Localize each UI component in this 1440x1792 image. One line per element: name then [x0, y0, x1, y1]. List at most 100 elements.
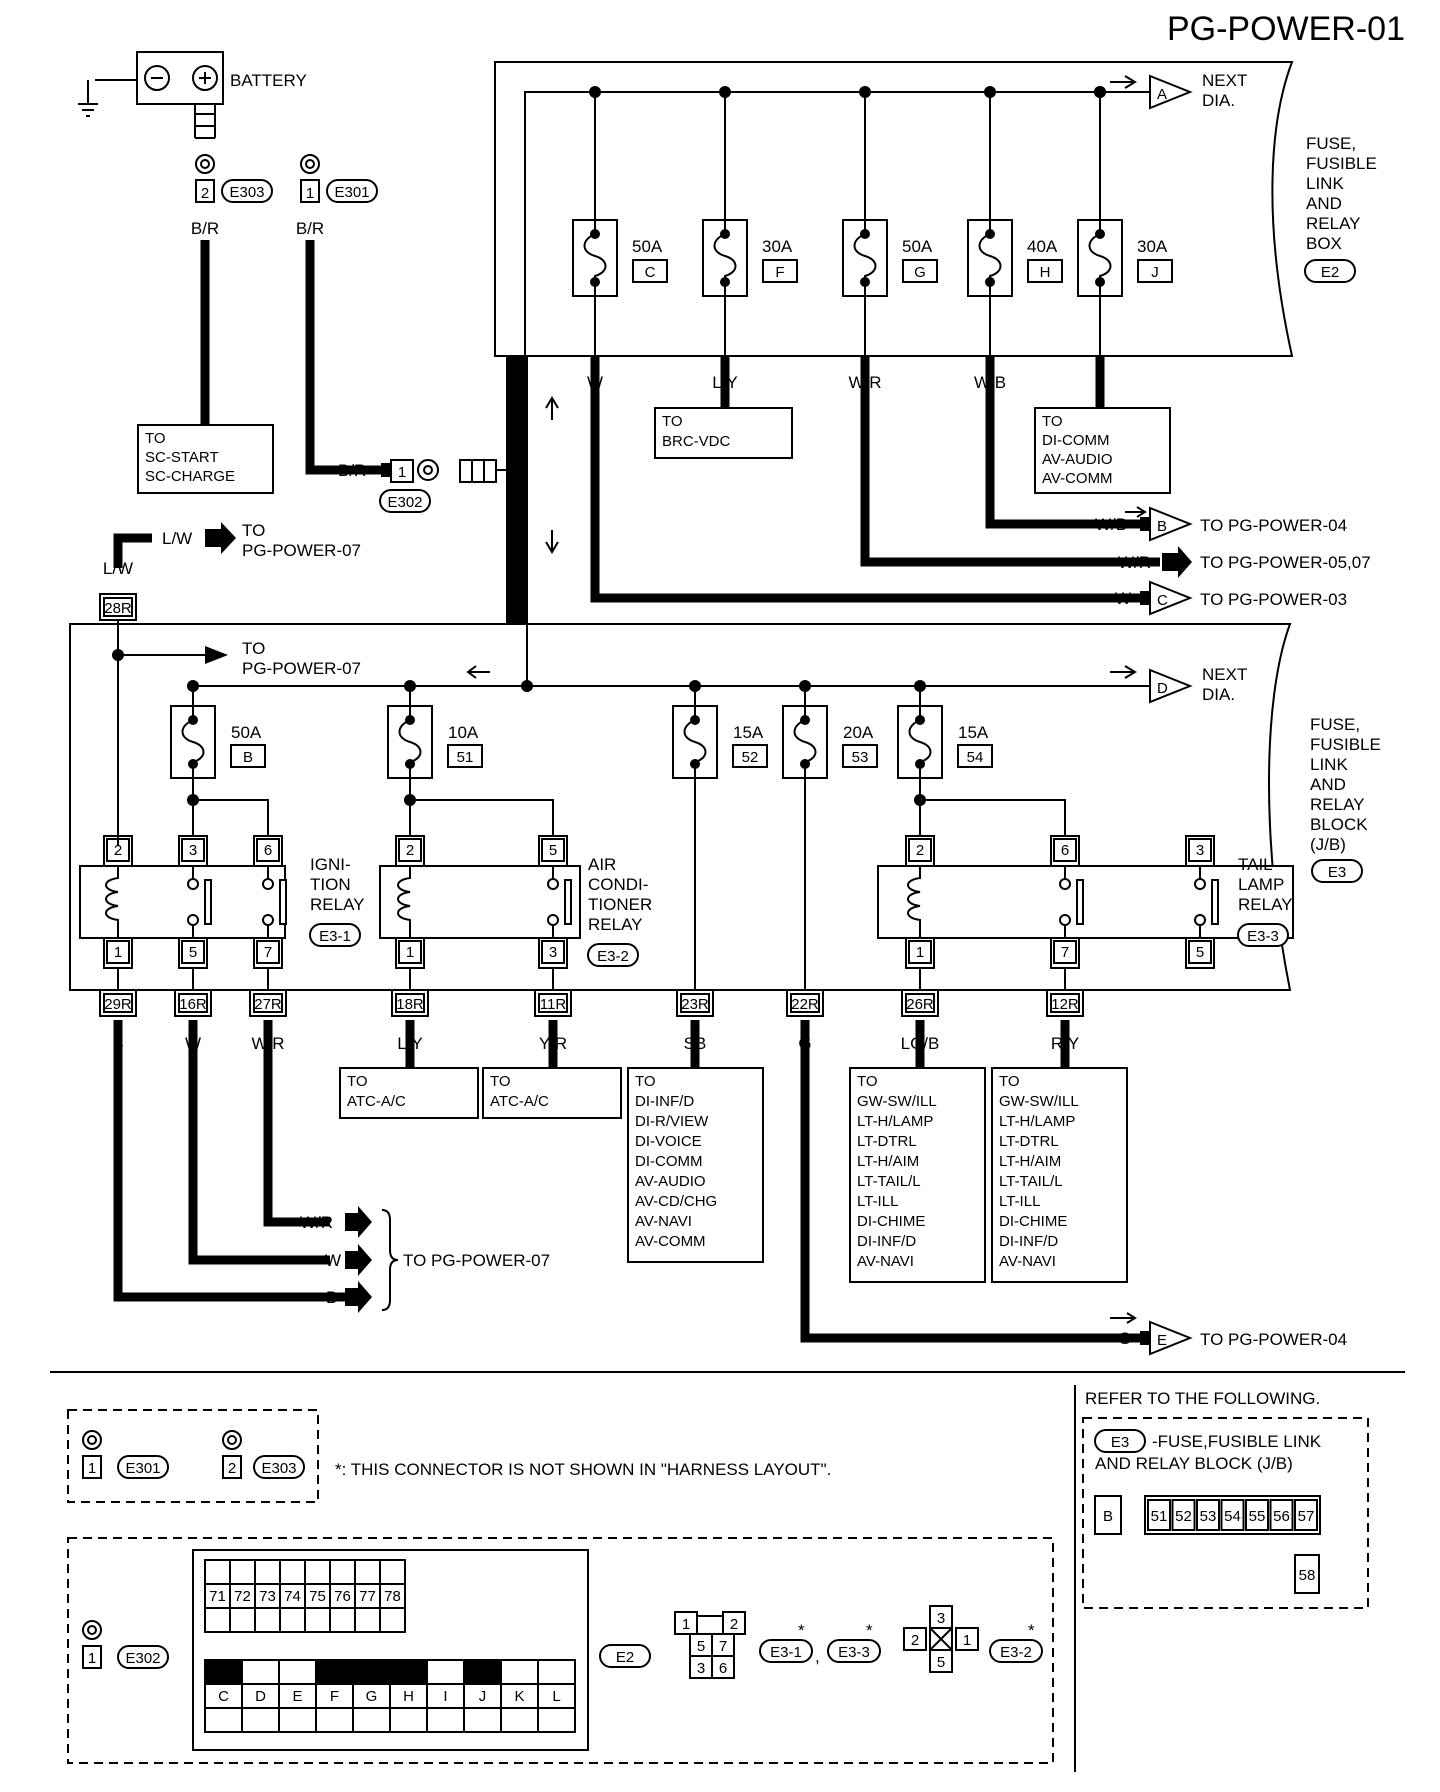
fuse-id-box — [842, 744, 878, 768]
wire-label: B/R — [338, 461, 366, 480]
relay-connector-face-1: 1 2 5 7 3 6 E3-1 * , E3-3 * — [674, 1611, 881, 1679]
switch-contact — [1059, 878, 1071, 890]
grid-cell — [278, 1707, 317, 1733]
svg-text:FUSE,: FUSE, — [1306, 134, 1356, 153]
fuse-terminal — [405, 715, 415, 725]
svg-text:6: 6 — [719, 1660, 727, 1677]
output-g: G E TO PG-POWER-04 — [1110, 1312, 1347, 1356]
dest-line: DI-CHIME — [999, 1213, 1067, 1230]
pin-number: 1 — [406, 944, 414, 961]
grid-cell — [279, 1607, 306, 1633]
junction — [404, 794, 416, 806]
relay-name: RELAY — [310, 895, 365, 914]
connector-id: 23R — [681, 996, 709, 1013]
svg-text:DI-COMM: DI-COMM — [1042, 432, 1110, 449]
feed-wire — [117, 778, 806, 990]
relay-name: TION — [310, 875, 351, 894]
fuse-terminal — [800, 715, 810, 725]
grid-cell — [354, 1559, 381, 1585]
svg-text:3: 3 — [697, 1660, 705, 1677]
svg-text:5: 5 — [937, 1654, 945, 1671]
fuse-terminal — [860, 277, 870, 287]
grid-cell — [389, 1707, 428, 1733]
legend-fuse-cell — [1220, 1499, 1245, 1531]
svg-text:FUSIBLE: FUSIBLE — [1306, 154, 1377, 173]
terminal-connector: E302 — [387, 494, 422, 511]
grid-label: F — [330, 1688, 339, 1705]
next-dia-letter: A — [1157, 86, 1167, 103]
svg-text:BRC-VDC: BRC-VDC — [662, 433, 731, 450]
svg-text:W/R: W/R — [300, 1213, 333, 1232]
pin-number: 2 — [916, 842, 924, 859]
legend-fuse-label: 58 — [1299, 1567, 1316, 1584]
svg-text:TO: TO — [1042, 413, 1063, 430]
fuse-id-box — [762, 259, 798, 283]
legend-fuse-cell — [1294, 1499, 1318, 1531]
fuse-element — [1088, 233, 1112, 282]
svg-text:TO: TO — [242, 521, 265, 540]
svg-text:W/R: W/R — [1118, 553, 1151, 572]
fuse-amp: 50A — [231, 723, 262, 742]
fuse-terminal — [690, 715, 700, 725]
relay-feed — [919, 778, 1066, 836]
dest-line: LT-H/LAMP — [857, 1113, 933, 1130]
grid-label: H — [403, 1688, 414, 1705]
fuse-terminal — [720, 277, 730, 287]
dest-box — [991, 1067, 1128, 1283]
relay-body — [877, 865, 1294, 939]
connector-id: 11R — [540, 996, 567, 1013]
next-dia-text: DIA. — [1202, 91, 1235, 110]
relay-body — [379, 865, 581, 939]
pin-cell — [181, 838, 205, 862]
relay-connector-box — [587, 943, 639, 967]
dest-line: GW-SW/ILL — [999, 1093, 1079, 1110]
fuse-id-box — [230, 744, 266, 768]
legend-fuse-label: B — [1103, 1508, 1113, 1525]
dest-line: LT-H/AIM — [999, 1153, 1061, 1170]
pin-cell — [398, 940, 422, 964]
wire-wb — [985, 356, 1148, 529]
fuse-amp: 50A — [902, 237, 933, 256]
legend-fuse-label: 51 — [1151, 1508, 1168, 1525]
dest-line: TO — [857, 1073, 878, 1090]
switch-contact — [1059, 914, 1071, 926]
svg-text:AND RELAY BLOCK (J/B): AND RELAY BLOCK (J/B) — [1095, 1454, 1293, 1473]
svg-text:BLOCK: BLOCK — [1310, 815, 1368, 834]
pin-cell — [1053, 838, 1077, 862]
svg-text:*: * — [1028, 1621, 1035, 1640]
refer-label: REFER TO THE FOLLOWING. — [1085, 1389, 1320, 1408]
pin-number: 2 — [114, 842, 122, 859]
relay-name: TAIL — [1238, 855, 1273, 874]
pin-cell — [541, 940, 565, 964]
pin-cell — [1188, 940, 1212, 964]
e2-connector-id: E2 — [616, 1649, 634, 1666]
relay-connector: E3-3 — [1247, 928, 1279, 945]
box-e2-title: FUSE, FUSIBLE LINK AND RELAY BOX E2 — [1304, 134, 1377, 283]
relay-name: AIR — [588, 855, 616, 874]
box-e3-outline — [69, 623, 1292, 991]
svg-text:E303: E303 — [261, 1460, 296, 1477]
fuse-id: 52 — [742, 749, 759, 766]
pin-number: 7 — [1061, 944, 1069, 961]
grid-label: C — [218, 1688, 229, 1705]
connector-cell — [395, 993, 425, 1013]
pin-number: 6 — [1061, 842, 1069, 859]
dest-line: LT-TAIL/L — [857, 1173, 921, 1190]
bus-e2 — [524, 91, 1150, 356]
fuse-terminal — [1095, 229, 1105, 239]
connector-cell — [538, 993, 568, 1013]
pin-number: 5 — [189, 944, 197, 961]
relay-name: RELAY — [1238, 895, 1293, 914]
relay-connector-box — [309, 923, 361, 947]
svg-text:C: C — [1157, 592, 1168, 609]
switch-contact — [187, 878, 199, 890]
svg-text:PG-POWER-07: PG-POWER-07 — [242, 659, 361, 678]
dest-line: DI-COMM — [635, 1153, 703, 1170]
svg-text:2: 2 — [228, 1460, 236, 1477]
svg-text:5: 5 — [697, 1638, 705, 1655]
pin-number: 5 — [1196, 944, 1204, 961]
fuse-element — [713, 233, 737, 282]
